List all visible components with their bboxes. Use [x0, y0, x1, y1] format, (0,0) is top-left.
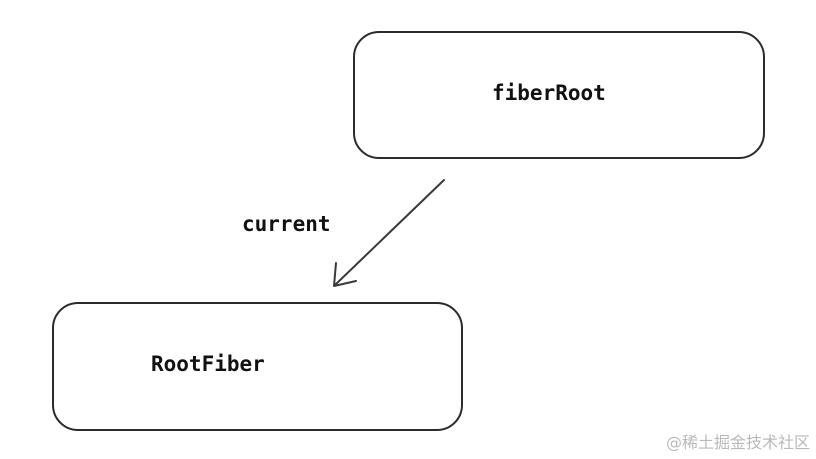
fiberroot-node: fiberRoot: [353, 31, 765, 159]
rootfiber-node: RootFiber: [52, 302, 463, 431]
arrow-shaft: [334, 179, 445, 286]
watermark: @稀土掘金技术社区: [665, 433, 810, 452]
fiberroot-label: fiberRoot: [492, 81, 606, 105]
arrowhead: [333, 262, 357, 287]
current-edge-label: current: [242, 212, 331, 236]
rootfiber-label: RootFiber: [151, 352, 265, 376]
